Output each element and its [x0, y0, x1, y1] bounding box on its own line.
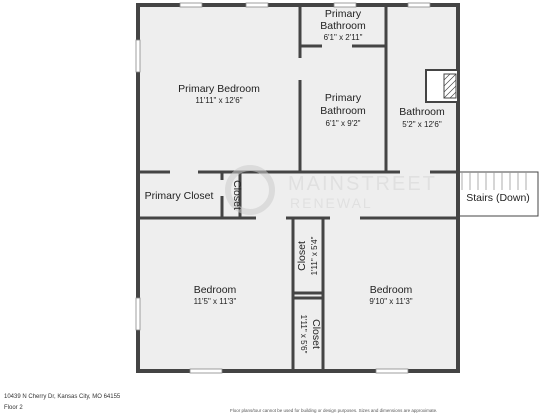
footer-disclaimer: Floor plans/tour cannot be used for buil… [230, 408, 438, 413]
watermark-line2: RENEWAL [290, 195, 373, 211]
primary-bedroom-dims: 11'11" x 12'6" [195, 96, 242, 105]
primary-bathroom-small-dims: 6'1" x 2'11" [324, 33, 363, 42]
door-openings [170, 44, 430, 220]
watermark-line1: MAINSTREET [288, 173, 437, 195]
primary-closet-name: Primary Closet [145, 190, 214, 202]
primary-bathroom-small-name-line2: Bathroom [320, 20, 366, 32]
outer-walls [136, 3, 460, 373]
stairs-name: Stairs (Down) [466, 192, 530, 204]
footer-address-block: 10439 N Cherry Dr, Kansas City, MO 64155… [4, 392, 120, 414]
primary-bathroom-name-line1: Primary [325, 92, 362, 104]
bathroom-name: Bathroom [399, 106, 445, 118]
stairs [457, 171, 539, 217]
primary-bathroom-name-line2: Bathroom [320, 105, 366, 117]
primary-bedroom-name: Primary Bedroom [178, 83, 260, 95]
closet-lower-name: Closet [310, 319, 322, 349]
closet-upper-name: Closet [296, 241, 308, 271]
bedroom-left-dims: 11'5" x 11'3" [194, 297, 237, 306]
watermark: MAINSTREET RENEWAL [225, 165, 437, 215]
footer-floor: Floor 2 [4, 405, 23, 411]
primary-bathroom-small-name-line1: Primary [325, 8, 362, 20]
bathroom-dims: 5'2" x 12'6" [402, 120, 442, 129]
closet-lower-dims: 1'11" x 5'6" [299, 315, 308, 354]
chimney [425, 69, 459, 103]
primary-bathroom-dims: 6'1" x 9'2" [326, 119, 361, 128]
footer-address: 10439 N Cherry Dr, Kansas City, MO 64155 [4, 394, 121, 400]
room-labels: Primary Bedroom 11'11" x 12'6" Primary B… [145, 8, 530, 354]
watermark-logo-icon [225, 165, 275, 215]
bedroom-right-dims: 9'10" x 11'3" [369, 297, 412, 306]
bedroom-left-name: Bedroom [194, 284, 237, 296]
bedroom-right-name: Bedroom [370, 284, 413, 296]
windows [135, 2, 431, 374]
closet-upper-dims: 1'11" x 5'4" [310, 236, 319, 275]
closet-small-name: Closet [231, 180, 243, 210]
